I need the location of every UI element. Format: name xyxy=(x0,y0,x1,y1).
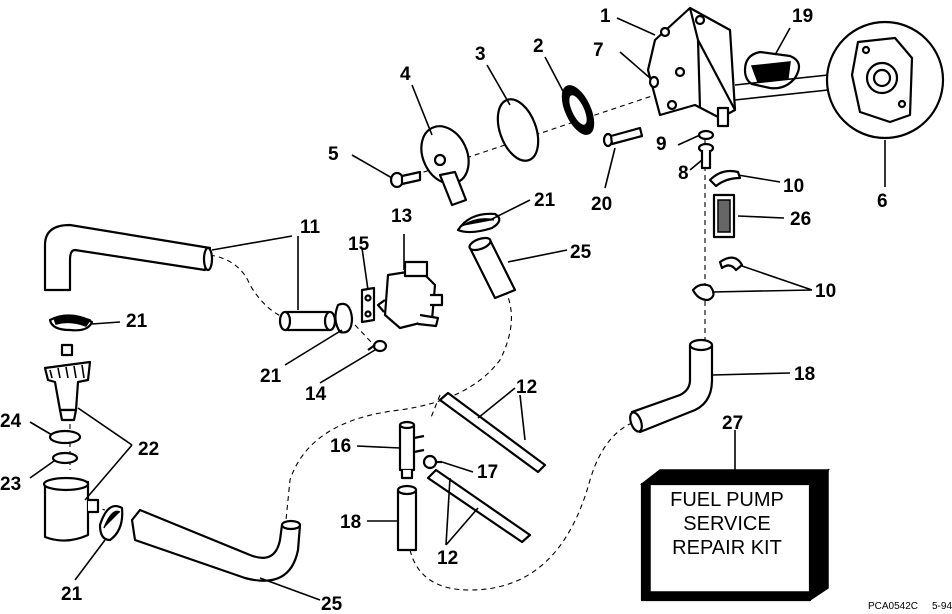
assembly-centerlines xyxy=(69,79,706,591)
callout-2: 2 xyxy=(533,36,544,57)
callout-1: 1 xyxy=(600,6,611,27)
callout-5: 5 xyxy=(328,144,339,165)
service-kit-box-27 xyxy=(639,468,831,602)
diaphragm-cover-4 xyxy=(420,125,470,207)
hose-11 xyxy=(43,223,337,332)
clip-21-left-bottom xyxy=(98,504,124,542)
callout-numbers: 1 2 3 4 5 6 7 8 9 10 10 11 12 12 13 14 1… xyxy=(0,6,888,614)
hose-25-lower xyxy=(130,508,302,582)
hose-25-upper xyxy=(468,236,517,300)
callout-24: 24 xyxy=(0,411,22,432)
o-ring-23 xyxy=(51,451,79,465)
clip-21-upper xyxy=(456,212,501,234)
tee-fitting-16 xyxy=(398,420,425,480)
callout-18-right: 18 xyxy=(794,364,815,385)
callout-7: 7 xyxy=(593,40,604,61)
callout-21-left-top: 21 xyxy=(126,311,148,332)
screen-2 xyxy=(561,85,595,135)
callout-18-lower: 18 xyxy=(340,512,361,533)
callout-12-upper: 12 xyxy=(516,377,537,398)
clip-21-left-top xyxy=(48,314,94,332)
callout-12-lower: 12 xyxy=(437,548,458,569)
callout-21-upper: 21 xyxy=(534,190,556,211)
o-ring-7 xyxy=(648,75,660,89)
kit-label-line2: SERVICE xyxy=(683,513,770,535)
detail-circle-6 xyxy=(734,20,945,140)
callout-16: 16 xyxy=(330,436,351,457)
leader-lines xyxy=(29,17,886,601)
callout-10-lower: 10 xyxy=(815,281,836,302)
fuel-filter-26 xyxy=(712,193,736,239)
clamp-10-upper xyxy=(708,169,742,188)
callout-8: 8 xyxy=(678,163,689,184)
hose-18-lower xyxy=(396,484,418,552)
callout-9: 9 xyxy=(656,134,667,155)
filter-bowl xyxy=(42,476,100,542)
callout-25-upper: 25 xyxy=(570,242,592,263)
kit-label-line1: FUEL PUMP xyxy=(670,489,784,511)
screw-5 xyxy=(389,170,422,189)
callout-19: 19 xyxy=(792,6,813,27)
callout-23: 23 xyxy=(0,474,21,495)
callout-10-upper: 10 xyxy=(783,176,804,197)
callout-25-lower: 25 xyxy=(321,594,343,614)
callout-21-valve: 21 xyxy=(260,366,282,387)
callout-20: 20 xyxy=(591,194,612,215)
fitting-22 xyxy=(43,343,92,422)
callout-3: 3 xyxy=(475,44,486,65)
callout-17: 17 xyxy=(477,462,498,483)
bracket-15 xyxy=(360,286,376,324)
callout-14: 14 xyxy=(305,384,327,405)
callout-15: 15 xyxy=(348,234,370,255)
bolt-20 xyxy=(602,126,644,148)
callout-22: 22 xyxy=(138,439,159,460)
callout-26: 26 xyxy=(790,209,811,230)
o-ring-24 xyxy=(48,429,82,445)
callout-21-left-bottom: 21 xyxy=(61,584,83,605)
callout-27: 27 xyxy=(722,413,743,434)
callout-4: 4 xyxy=(400,64,411,85)
valve-assembly-13 xyxy=(376,260,444,330)
clamp-10-lower xyxy=(691,256,744,302)
cap-17 xyxy=(422,454,442,470)
clip-21-valve xyxy=(334,302,354,334)
kit-label-line3: REPAIR KIT xyxy=(672,537,782,559)
fuel-pump-body xyxy=(646,6,737,128)
screw-14 xyxy=(367,339,388,353)
diagram-date: 5-94 xyxy=(932,601,952,612)
hose-18-right xyxy=(629,338,714,434)
callout-11: 11 xyxy=(300,217,321,238)
diaphragm-3 xyxy=(496,98,540,162)
callout-13: 13 xyxy=(391,206,412,227)
washer-9 xyxy=(697,129,715,141)
hoses-12 xyxy=(426,391,547,544)
callout-6: 6 xyxy=(877,191,888,212)
fitting-8 xyxy=(697,142,715,170)
diagram-code: PCA0542C xyxy=(868,601,918,612)
